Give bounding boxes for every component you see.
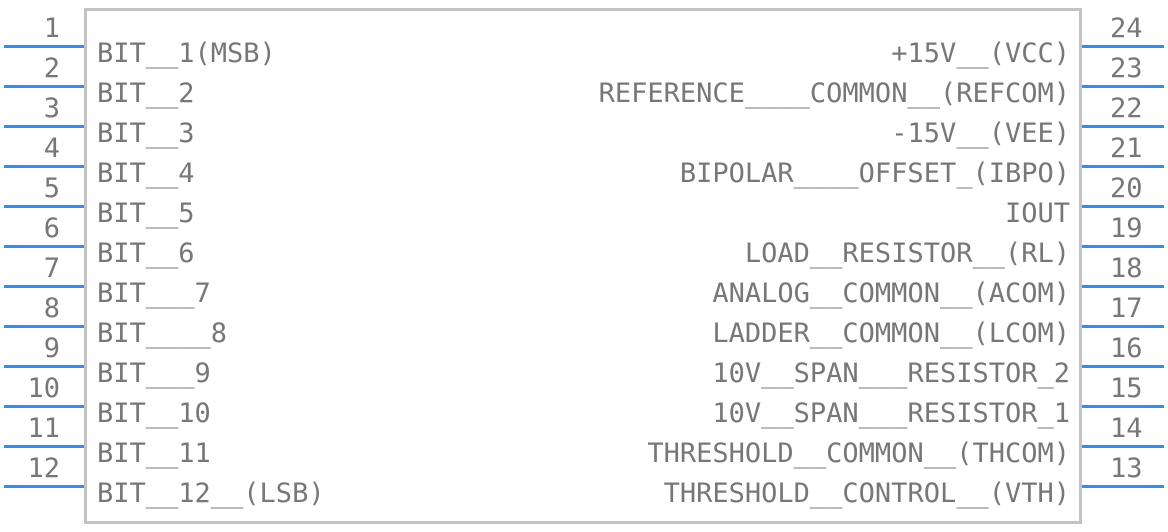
right-pin-line	[1082, 45, 1164, 48]
right-pin-line	[1082, 205, 1164, 208]
right-pin-line	[1082, 445, 1164, 448]
right-pin-label: LOAD__RESISTOR__(RL)	[744, 238, 1070, 269]
right-pin-label: +15V__(VCC)	[891, 38, 1070, 69]
left-pin-line	[4, 325, 84, 328]
left-pin-number: 11	[27, 413, 60, 444]
right-pin-number: 16	[1110, 333, 1143, 364]
right-pin-line	[1082, 165, 1164, 168]
left-pin-line	[4, 165, 84, 168]
left-pin-line	[4, 45, 84, 48]
left-pin-line	[4, 405, 84, 408]
left-pin-label: BIT___7	[97, 278, 211, 309]
left-pin-label: BIT__4	[97, 158, 195, 189]
left-pin-line	[4, 485, 84, 488]
left-pin-line	[4, 125, 84, 128]
right-pin-label: LADDER__COMMON__(LCOM)	[712, 318, 1070, 349]
right-pin-label: IOUT	[1004, 198, 1070, 229]
left-pin-number: 9	[43, 333, 60, 364]
right-pin-line	[1082, 85, 1164, 88]
right-pin-label: ANALOG__COMMON__(ACOM)	[712, 278, 1070, 309]
right-pin-number: 14	[1110, 413, 1143, 444]
left-pin-number: 10	[27, 373, 60, 404]
left-pin-number: 7	[43, 253, 60, 284]
left-pin-label: BIT__11	[97, 438, 211, 469]
left-pin-number: 12	[27, 453, 60, 484]
left-pin-line	[4, 285, 84, 288]
left-pin-line	[4, 445, 84, 448]
right-pin-number: 20	[1110, 173, 1143, 204]
right-pin-label: 10V__SPAN___RESISTOR_2	[712, 358, 1070, 389]
right-pin-line	[1082, 485, 1164, 488]
right-pin-number: 24	[1110, 13, 1143, 44]
right-pin-label: THRESHOLD__CONTROL__(VTH)	[663, 478, 1070, 509]
left-pin-line	[4, 85, 84, 88]
left-pin-line	[4, 205, 84, 208]
left-pin-number: 8	[43, 293, 60, 324]
right-pin-line	[1082, 325, 1164, 328]
left-pin-number: 4	[43, 133, 60, 164]
left-pin-line	[4, 245, 84, 248]
left-pin-label: BIT__10	[97, 398, 211, 429]
right-pin-number: 19	[1110, 213, 1143, 244]
right-pin-label: -15V__(VEE)	[891, 118, 1070, 149]
right-pin-line	[1082, 405, 1164, 408]
left-pin-label: BIT__2	[97, 78, 195, 109]
right-pin-line	[1082, 365, 1164, 368]
right-pin-number: 17	[1110, 293, 1143, 324]
left-pin-line	[4, 365, 84, 368]
right-pin-label: BIPOLAR____OFFSET_(IBPO)	[679, 158, 1070, 189]
left-pin-label: BIT___9	[97, 358, 211, 389]
left-pin-label: BIT__6	[97, 238, 195, 269]
right-pin-line	[1082, 285, 1164, 288]
right-pin-number: 18	[1110, 253, 1143, 284]
left-pin-number: 5	[43, 173, 60, 204]
left-pin-label: BIT__1(MSB)	[97, 38, 276, 69]
left-pin-number: 3	[43, 93, 60, 124]
left-pin-label: BIT__5	[97, 198, 195, 229]
right-pin-line	[1082, 245, 1164, 248]
right-pin-number: 23	[1110, 53, 1143, 84]
right-pin-number: 22	[1110, 93, 1143, 124]
left-pin-number: 1	[43, 13, 60, 44]
right-pin-label: REFERENCE____COMMON__(REFCOM)	[598, 78, 1070, 109]
left-pin-label: BIT____8	[97, 318, 228, 349]
right-pin-number: 21	[1110, 133, 1143, 164]
left-pin-label: BIT__12__(LSB)	[97, 478, 325, 509]
right-pin-label: 10V__SPAN___RESISTOR_1	[712, 398, 1070, 429]
left-pin-label: BIT__3	[97, 118, 195, 149]
left-pin-number: 2	[43, 53, 60, 84]
right-pin-label: THRESHOLD__COMMON__(THCOM)	[647, 438, 1070, 469]
right-pin-number: 13	[1110, 453, 1143, 484]
left-pin-number: 6	[43, 213, 60, 244]
right-pin-line	[1082, 125, 1164, 128]
right-pin-number: 15	[1110, 373, 1143, 404]
ic-body-outline	[84, 8, 1082, 524]
